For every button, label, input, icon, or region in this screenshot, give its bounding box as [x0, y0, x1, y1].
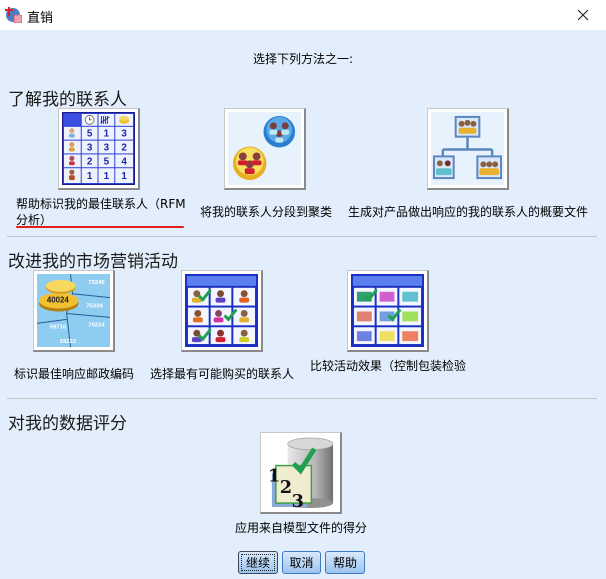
contact-selection-grid-icon [185, 274, 258, 347]
red-annotation-underline [16, 226, 184, 228]
continue-button[interactable]: 继续 [238, 551, 278, 574]
segment-clusters-label[interactable]: 将我的联系人分段到聚类 [200, 205, 333, 219]
postal-code-map-icon: 75245 75334 75224 59710 59222 40024 [37, 274, 110, 347]
svg-text:2: 2 [280, 477, 292, 498]
segment-clusters-tile[interactable] [224, 108, 306, 190]
svg-text:59710: 59710 [50, 324, 67, 330]
score-database-icon: 1 2 3 [264, 436, 337, 509]
svg-text:3: 3 [292, 491, 304, 509]
app-icon [5, 6, 23, 24]
svg-text:1: 1 [268, 465, 280, 486]
compare-campaigns-label[interactable]: 比较活动效果（控制包装检验 [310, 359, 467, 373]
cancel-button[interactable]: 取消 [282, 551, 321, 574]
svg-text:1: 1 [87, 171, 93, 182]
svg-text:75224: 75224 [88, 322, 105, 328]
section-title-understand-contacts: 了解我的联系人 [8, 90, 127, 110]
svg-text:3: 3 [121, 129, 127, 140]
postal-codes-label[interactable]: 标识最佳响应邮政编码 [14, 367, 135, 381]
rfm-analysis-label-line2: 分析） [16, 213, 53, 227]
select-contacts-label[interactable]: 选择最有可能购买的联系人 [150, 367, 295, 381]
svg-text:1: 1 [104, 129, 110, 140]
instruction-text: 选择下列方法之一: [252, 52, 354, 66]
select-contacts-tile[interactable] [181, 270, 263, 352]
section-title-improve-campaigns: 改进我的市场营销活动 [8, 252, 178, 272]
svg-text:4: 4 [121, 156, 127, 167]
close-button[interactable] [566, 2, 600, 28]
svg-text:2: 2 [121, 142, 127, 153]
postal-codes-tile[interactable]: 75245 75334 75224 59710 59222 40024 [33, 270, 115, 352]
close-icon [577, 9, 589, 21]
contact-clusters-icon [228, 112, 301, 185]
contact-profile-tree-icon [431, 112, 504, 185]
section-divider-2 [7, 398, 597, 399]
svg-text:1: 1 [121, 171, 127, 182]
contact-profiles-tile[interactable] [427, 108, 509, 190]
svg-text:3: 3 [104, 142, 110, 153]
svg-text:59222: 59222 [60, 339, 77, 345]
svg-text:3: 3 [87, 142, 93, 153]
contact-profiles-label[interactable]: 生成对产品做出响应的我的联系人的概要文件 [348, 205, 589, 219]
apply-scores-label[interactable]: 应用来自模型文件的得分 [235, 521, 368, 535]
svg-text:5: 5 [87, 129, 93, 140]
svg-text:75245: 75245 [88, 280, 105, 286]
help-button[interactable]: 帮助 [325, 551, 365, 574]
section-divider-1 [7, 236, 597, 237]
rfm-analysis-label[interactable]: 帮助标识我的最佳联系人（RFM 分析） [16, 196, 186, 228]
compare-campaigns-tile[interactable] [347, 270, 429, 352]
svg-text:1: 1 [104, 171, 110, 182]
apply-scores-tile[interactable]: 1 2 3 [260, 432, 342, 514]
section-title-score-data: 对我的数据评分 [8, 414, 127, 434]
svg-text:5: 5 [104, 156, 110, 167]
title-bar: 直销 [0, 0, 606, 30]
svg-text:40024: 40024 [47, 296, 70, 305]
svg-text:2: 2 [87, 156, 93, 167]
rfm-analysis-label-line1: 帮助标识我的最佳联系人（RFM [16, 197, 186, 211]
window-title: 直销 [27, 11, 54, 26]
campaign-envelope-grid-icon [351, 274, 424, 347]
svg-text:75334: 75334 [86, 304, 103, 310]
